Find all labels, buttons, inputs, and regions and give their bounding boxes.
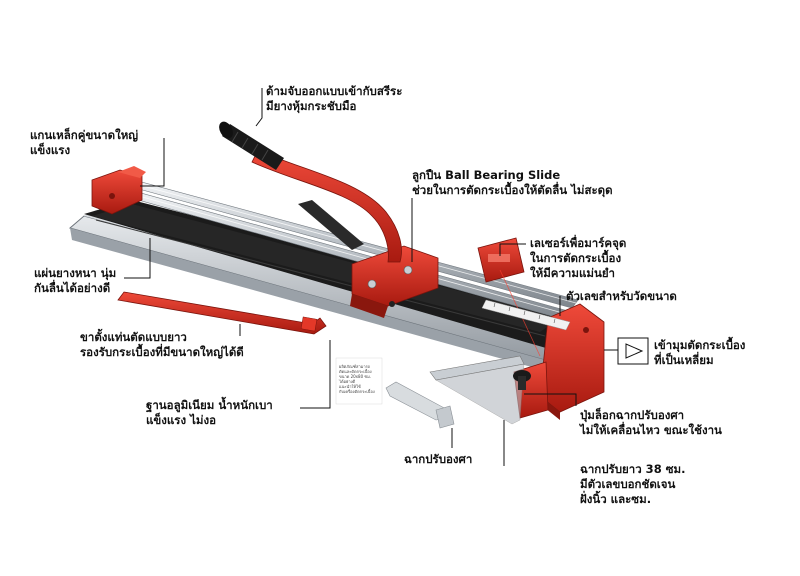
callout-long-line-1: ฉากปรับยาว 38 ซม. (580, 462, 686, 476)
callout-lock-line-2: ไม่ให้เคลื่อนไหว ขณะใช้งาน (580, 423, 722, 437)
callout-handle: ด้ามจับออกแบบเข้ากับสรีระ มียางหุ้มกระชั… (266, 84, 402, 114)
callout-base: ฐานอลูมิเนียม น้ำหนักเบา แข็งแรง ไม่งอ (146, 398, 273, 428)
callout-base-line-2: แข็งแรง ไม่งอ (146, 413, 216, 427)
callout-laser-line-1: เลเซอร์เพื่อมาร์คจุด (530, 236, 627, 250)
callout-bearing-line-1: ลูกปืน Ball Bearing Slide (412, 168, 561, 182)
cutting-carriage (350, 245, 439, 318)
callout-scale: ตัวเลขสำหรับวัดขนาด (566, 289, 677, 304)
sticker-line-4: ได้อย่างดี (339, 379, 356, 384)
callout-bearing-line-2: ช่วยในการตัดกระเบื้องให้ตัดลื่น ไม่สะดุด (412, 183, 613, 197)
callout-laser: เลเซอร์เพื่อมาร์คจุด ในการตัดกระเบื้อง ใ… (530, 236, 626, 281)
callout-long-line-3: ฝั่งนิ้ว และซม. (580, 492, 652, 506)
support-arm (298, 200, 364, 250)
sticker-text: ผลิตภัณฑ์สามารถ ตัดและตัดกระเบื้อง ขนาด … (339, 364, 375, 394)
callout-triangle-line-2: ที่เป็นเหลี่ยม (654, 353, 714, 367)
callout-triangle: เข้ามุมตัดกระเบื้อง ที่เป็นเหลี่ยม (654, 338, 745, 368)
callout-bearing: ลูกปืน Ball Bearing Slide ช่วยในการตัดกร… (412, 168, 613, 198)
callout-long-square: ฉากปรับยาว 38 ซม. มีตัวเลขบอกชัดเจน ฝั่ง… (580, 462, 685, 507)
lock-knob (513, 370, 531, 390)
callout-long-line-2: มีตัวเลขบอกชัดเจน (580, 477, 676, 491)
callout-rubber-line-2: กันลื่นได้อย่างดี (34, 281, 111, 295)
callout-angle-line-1: ฉากปรับองศา (404, 452, 473, 466)
leader-base (300, 340, 331, 409)
laser-unit (477, 237, 541, 357)
leader-rubber (124, 238, 151, 279)
lever-handle (219, 121, 402, 263)
sticker (335, 357, 383, 405)
callout-handle-line-2: มียางหุ้มกระชับมือ (266, 99, 357, 113)
callout-angle-square: ฉากปรับองศา (404, 452, 472, 467)
leader-rail (140, 138, 165, 187)
callout-laser-line-2: ในการตัดกระเบื้อง (530, 251, 622, 265)
sticker-line-5: แนะนำให้ใช้ (339, 384, 361, 389)
sticker-line-3: ขนาด 20x80 ซม. (339, 374, 372, 379)
left-end-bracket (91, 166, 146, 215)
callout-laser-line-3: ให้มีความแม่นยำ (530, 266, 616, 280)
callout-extension: ขาตั้งแท่นตัดแบบยาว รองรับกระเบื้องที่มี… (80, 330, 244, 360)
callout-lock-line-1: ปุ่มล็อกฉากปรับองศา (580, 408, 685, 422)
callout-extension-line-1: ขาตั้งแท่นตัดแบบยาว (80, 330, 187, 344)
callout-handle-line-1: ด้ามจับออกแบบเข้ากับสรีระ (266, 84, 403, 98)
callout-rail-line-2: แข็งแรง (30, 143, 71, 157)
angle-square (385, 381, 455, 429)
long-square-ruler (429, 355, 525, 425)
measuring-scale (481, 299, 571, 331)
extension-arm (117, 291, 327, 335)
callout-rail: แกนเหล็กคู่ขนาดใหญ่ แข็งแรง (30, 128, 138, 158)
leader-handle (255, 88, 263, 127)
leader-lines (124, 88, 618, 466)
sticker-line-2: ตัดและตัดกระเบื้อง (339, 369, 372, 374)
leader-laser (499, 243, 526, 256)
triangle-icon (617, 337, 649, 365)
callout-rubber-pad: แผ่นยางหนา นุ่ม กันลื่นได้อย่างดี (34, 266, 116, 296)
callout-base-line-1: ฐานอลูมิเนียม น้ำหนักเบา (146, 398, 273, 412)
rubber-pad (84, 200, 586, 348)
sticker-line-1: ผลิตภัณฑ์สามารถ (339, 364, 371, 369)
callout-rail-line-1: แกนเหล็กคู่ขนาดใหญ่ (30, 128, 139, 142)
callout-rubber-line-1: แผ่นยางหนา นุ่ม (34, 266, 117, 280)
sticker-line-6: กับเครื่องตัดกระเบื้อง (339, 389, 375, 394)
leader-lock (524, 393, 577, 406)
callout-extension-line-2: รองรับกระเบื้องที่มีขนาดใหญ่ได้ดี (80, 345, 244, 359)
callout-triangle-line-1: เข้ามุมตัดกระเบื้อง (654, 338, 746, 352)
callout-scale-line-1: ตัวเลขสำหรับวัดขนาด (566, 289, 677, 303)
callout-lock-knob: ปุ่มล็อกฉากปรับองศา ไม่ให้เคลื่อนไหว ขณะ… (580, 408, 722, 438)
